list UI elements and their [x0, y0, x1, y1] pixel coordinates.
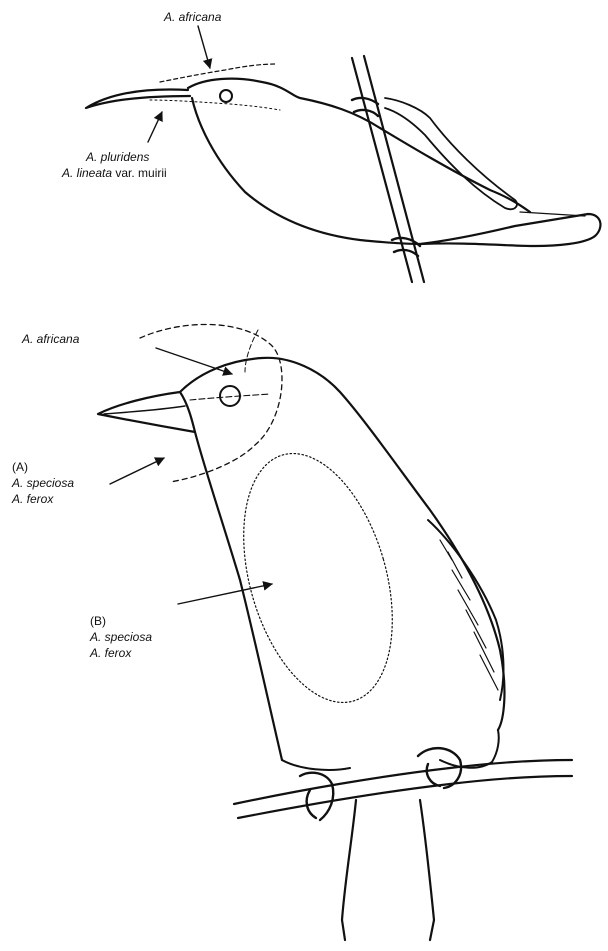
sunbird-beak [86, 90, 190, 108]
large-bird-beak [98, 392, 195, 432]
large-bird-drawing [98, 324, 572, 940]
sunbird-drawing [86, 26, 600, 282]
chest-patch-region [217, 436, 418, 720]
sunbird-belly [192, 98, 420, 244]
label-group-b-species-1: A. speciosa [90, 630, 152, 645]
large-bird-arrow-chest [178, 584, 272, 604]
label-sunbird-throat-2-species: A. lineata [62, 166, 112, 180]
large-bird-foot-left [300, 773, 333, 820]
label-sunbird-throat-2: A. lineata var. muirii [62, 166, 167, 181]
large-bird-arrow-head [156, 348, 232, 374]
large-bird-arrow-throat [110, 458, 164, 484]
perch-branch [234, 760, 572, 804]
label-group-a-species-1: A. speciosa [12, 476, 74, 491]
label-sunbird-throat-2-variety: var. muirii [112, 166, 167, 180]
sunbird-arrow-throat [148, 112, 162, 142]
label-sunbird-throat-1: A. pluridens [86, 150, 149, 165]
stem [352, 58, 412, 282]
label-group-b-letter: (B) [90, 614, 106, 629]
sunbird-eye [220, 90, 232, 102]
large-bird-chest [195, 432, 282, 760]
label-group-a-species-2: A. ferox [12, 492, 53, 507]
label-group-b-species-2: A. ferox [90, 646, 131, 661]
sunbird-tail [420, 214, 600, 246]
sunbird-arrow-head [198, 26, 210, 68]
label-large-bird-head: A. africana [22, 332, 79, 347]
label-sunbird-head: A. africana [164, 10, 221, 25]
label-group-a-letter: (A) [12, 460, 28, 475]
large-bird-tail [342, 800, 434, 940]
